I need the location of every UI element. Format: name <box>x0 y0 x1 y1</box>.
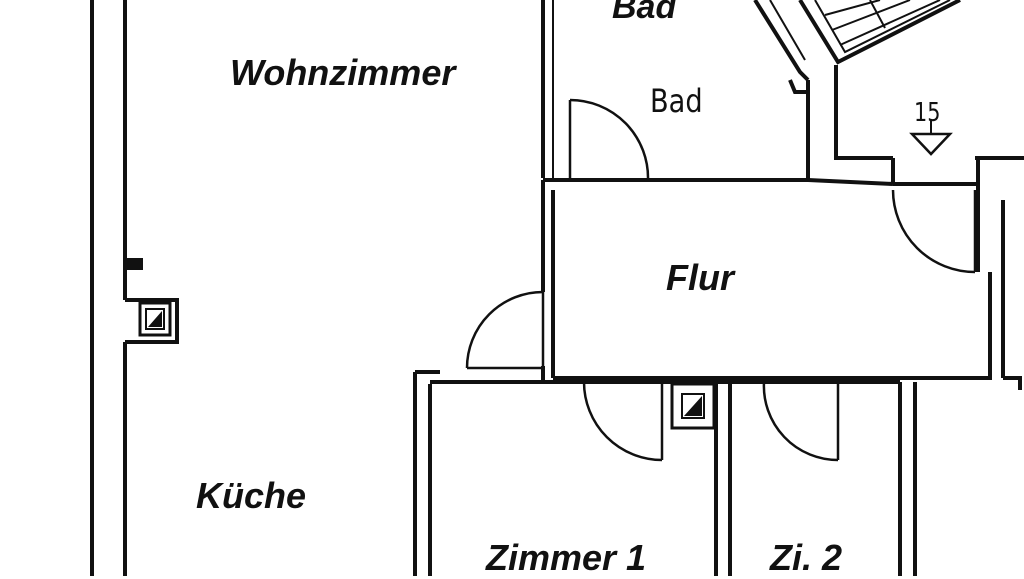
stair-arrow-icon <box>909 120 953 156</box>
door-zi2 <box>762 381 840 462</box>
room-label-flur: Flur <box>666 257 734 298</box>
chimney-icon <box>670 382 716 430</box>
staircase <box>798 0 961 65</box>
room-label-bad-heading: Bad <box>612 0 677 26</box>
room-label-wohnzimmer: Wohnzimmer <box>230 52 456 93</box>
room-label-zi2: Zi. 2 <box>770 537 843 578</box>
room-label-zimmer1: Zimmer 1 <box>486 537 647 578</box>
room-label-bad: Bad <box>650 82 703 120</box>
door-wohnzimmer <box>465 290 545 370</box>
lower-room-walls <box>413 370 917 576</box>
hallway-walls <box>541 65 1024 390</box>
outer-left-wall <box>90 0 179 576</box>
chimney-icon <box>138 301 172 337</box>
door-bad <box>568 98 650 181</box>
door-zimmer1 <box>582 381 664 462</box>
bathroom-walls <box>541 0 810 182</box>
room-label-kueche: Küche <box>196 475 307 516</box>
stair-step-number: 15 <box>914 98 941 128</box>
door-hallway-entry <box>891 189 977 274</box>
